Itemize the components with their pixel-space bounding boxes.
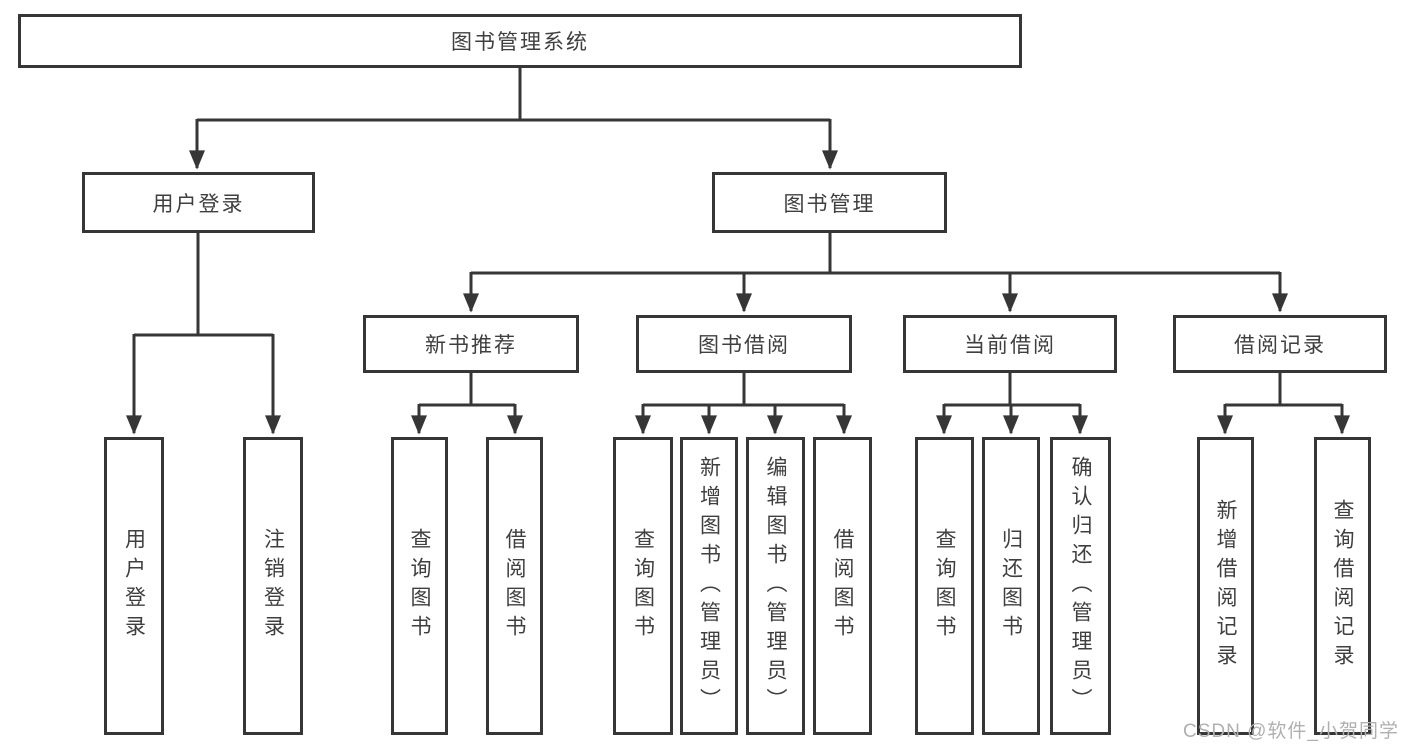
- leaf-borrow-query: 查询图书: [613, 437, 673, 735]
- node-label: 查询图书: [933, 528, 956, 644]
- node-user-login: 用户登录: [82, 172, 315, 233]
- leaf-borrow-borrow: 借阅图书: [813, 437, 872, 735]
- node-label: 借阅图书: [831, 528, 854, 644]
- node-book-management: 图书管理: [712, 172, 947, 233]
- leaf-current-confirm-return-admin: 确认归还（管理员）: [1050, 437, 1111, 735]
- node-label: 查询借阅记录: [1331, 499, 1354, 673]
- node-label: 用户登录: [122, 528, 146, 644]
- node-root: 图书管理系统: [18, 14, 1022, 68]
- leaf-logout: 注销登录: [243, 437, 303, 735]
- node-label: 图书借阅: [698, 334, 790, 357]
- node-current-borrow: 当前借阅: [903, 315, 1117, 373]
- node-label: 图书管理: [783, 192, 876, 216]
- leaf-current-query: 查询图书: [915, 437, 974, 735]
- node-label: 新增图书（管理员）: [697, 455, 721, 717]
- node-book-borrow: 图书借阅: [636, 315, 852, 373]
- node-label: 用户登录: [152, 192, 245, 216]
- csdn-watermark: CSDN @软件_小贺同学: [1183, 721, 1399, 742]
- leaf-records-add: 新增借阅记录: [1197, 437, 1254, 735]
- node-borrow-records: 借阅记录: [1173, 315, 1387, 373]
- leaf-current-return: 归还图书: [982, 437, 1040, 735]
- node-label: 查询图书: [631, 528, 655, 644]
- node-label: 新书推荐: [425, 334, 517, 357]
- leaf-borrow-edit-admin: 编辑图书（管理员）: [746, 437, 805, 735]
- node-label: 图书管理系统: [451, 31, 589, 54]
- node-label: 查询图书: [408, 528, 431, 644]
- leaf-newbooks-borrow: 借阅图书: [486, 437, 543, 735]
- node-label: 新增借阅记录: [1214, 499, 1237, 673]
- node-label: 注销登录: [261, 528, 285, 644]
- leaf-newbooks-query: 查询图书: [391, 437, 448, 735]
- leaf-user-login: 用户登录: [104, 437, 164, 735]
- node-new-book-recommend: 新书推荐: [363, 315, 579, 373]
- node-label: 借阅图书: [503, 528, 526, 644]
- node-label: 确认归还（管理员）: [1069, 455, 1092, 717]
- leaf-borrow-add-admin: 新增图书（管理员）: [680, 437, 738, 735]
- node-label: 当前借阅: [964, 334, 1056, 357]
- node-label: 归还图书: [999, 528, 1023, 644]
- node-label: 借阅记录: [1234, 334, 1326, 357]
- node-label: 编辑图书（管理员）: [764, 455, 787, 717]
- leaf-records-query: 查询借阅记录: [1314, 437, 1371, 735]
